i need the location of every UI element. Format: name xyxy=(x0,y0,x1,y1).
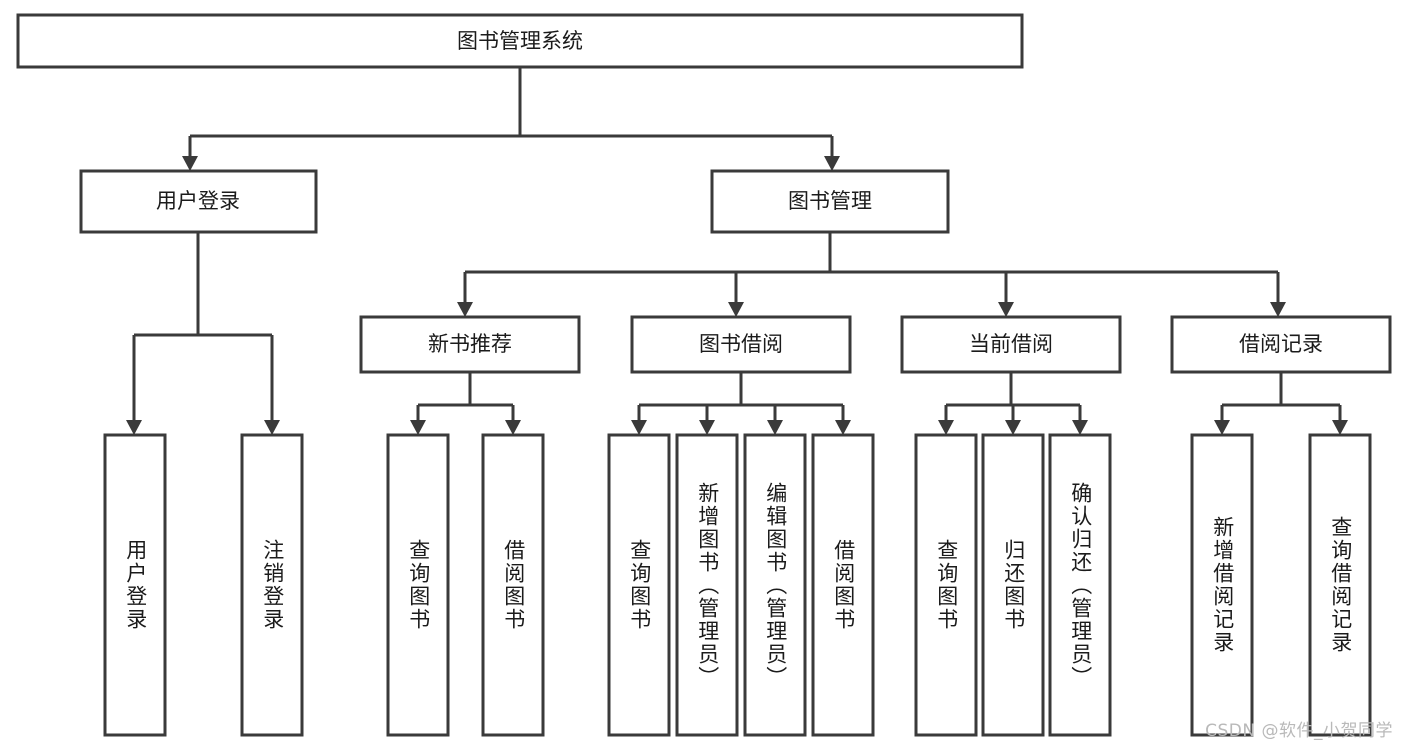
node-new-book-recommend-label: 新书推荐 xyxy=(428,332,512,356)
leaf-box-logout-login[interactable] xyxy=(240,433,304,737)
leaf-box-edit-book-admin[interactable] xyxy=(743,433,807,737)
node-borrow-record-label: 借阅记录 xyxy=(1239,332,1323,356)
arrowhead-br-leaf2 xyxy=(1332,420,1348,435)
leaf-box-query-borrow-record[interactable] xyxy=(1308,433,1372,737)
connector-group-new-book-children xyxy=(410,372,521,435)
connector-group-root-to-level2 xyxy=(182,67,840,171)
node-borrow-record[interactable]: 借阅记录 xyxy=(1170,315,1392,374)
node-book-borrow-label: 图书借阅 xyxy=(699,332,783,356)
node-user-login-label: 用户登录 xyxy=(156,189,240,213)
leaf-box-add-borrow-record[interactable] xyxy=(1190,433,1254,737)
leaf-box-query-book-bb[interactable] xyxy=(607,433,671,737)
node-root[interactable]: 图书管理系统 xyxy=(16,13,1024,69)
arrowhead-borrow-record xyxy=(1270,302,1286,317)
leaf-box-query-book-cb[interactable] xyxy=(914,433,978,737)
node-book-borrow-box[interactable] xyxy=(630,315,852,374)
node-user-login[interactable]: 用户登录 xyxy=(79,169,318,234)
node-root-box[interactable] xyxy=(16,13,1024,69)
arrowhead-nb-leaf2 xyxy=(505,420,521,435)
node-borrow-record-box[interactable] xyxy=(1170,315,1392,374)
arrowhead-user-login xyxy=(182,156,198,171)
node-book-borrow[interactable]: 图书借阅 xyxy=(630,315,852,374)
node-root-label: 图书管理系统 xyxy=(457,29,583,53)
csdn-watermark: CSDN @软件_小贺同学 xyxy=(1205,721,1393,741)
connector-group-current-borrow-children xyxy=(938,372,1088,435)
leaf-box-user-login[interactable] xyxy=(103,433,167,737)
node-new-book-recommend[interactable]: 新书推荐 xyxy=(359,315,581,374)
arrowhead-bb-leaf4 xyxy=(835,420,851,435)
connector-group-borrow-record-children xyxy=(1214,372,1348,435)
node-current-borrow-label: 当前借阅 xyxy=(969,332,1053,356)
leaf-box-query-book-nb[interactable] xyxy=(386,433,450,737)
connector-group-book-borrow-children xyxy=(631,372,851,435)
arrowhead-new-book xyxy=(457,302,473,317)
node-new-book-recommend-box[interactable] xyxy=(359,315,581,374)
arrowhead-current-borrow xyxy=(998,302,1014,317)
arrowhead-bb-leaf2 xyxy=(699,420,715,435)
arrowhead-leaf-user-login xyxy=(126,420,142,435)
arrowhead-cb-leaf1 xyxy=(938,420,954,435)
arrowhead-book-mgmt xyxy=(824,156,840,171)
arrowhead-bb-leaf1 xyxy=(631,420,647,435)
node-current-borrow[interactable]: 当前借阅 xyxy=(900,315,1122,374)
arrowhead-nb-leaf1 xyxy=(410,420,426,435)
leaf-node-boxes xyxy=(103,433,1372,737)
node-book-management[interactable]: 图书管理 xyxy=(710,169,950,234)
connector-group-book-mgmt-children xyxy=(457,232,1286,317)
leaf-box-confirm-return-admin[interactable] xyxy=(1048,433,1112,737)
node-user-login-box[interactable] xyxy=(79,169,318,234)
arrowhead-cb-leaf3 xyxy=(1072,420,1088,435)
node-book-management-box[interactable] xyxy=(710,169,950,234)
arrowhead-cb-leaf2 xyxy=(1005,420,1021,435)
connector-group-user-login-children xyxy=(126,232,280,435)
node-book-management-label: 图书管理 xyxy=(788,189,872,213)
leaf-box-return-book[interactable] xyxy=(981,433,1045,737)
arrowhead-bb-leaf3 xyxy=(767,420,783,435)
leaf-box-borrow-book-bb[interactable] xyxy=(811,433,875,737)
arrowhead-book-borrow xyxy=(728,302,744,317)
arrowhead-br-leaf1 xyxy=(1214,420,1230,435)
arrowhead-leaf-logout xyxy=(264,420,280,435)
node-current-borrow-box[interactable] xyxy=(900,315,1122,374)
leaf-box-add-book-admin[interactable] xyxy=(675,433,739,737)
leaf-box-borrow-book-nb[interactable] xyxy=(481,433,545,737)
